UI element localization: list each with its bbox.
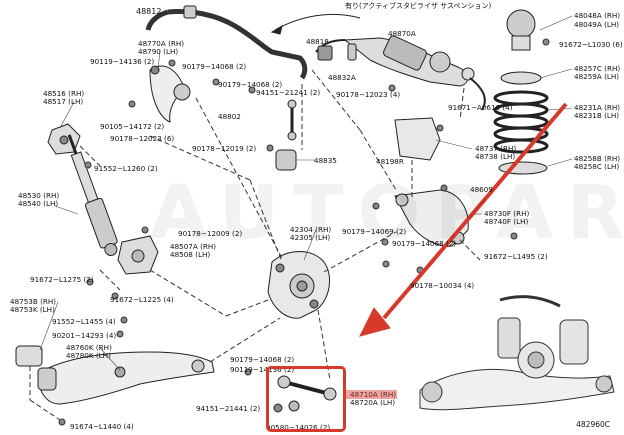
callout-p48231b: 48231B (LH) [574,111,620,120]
assembly-inset-shape [419,295,615,411]
highlight-band [345,390,397,399]
callout-p90179_14068b: 90179−14068 (2) [218,80,283,89]
callout-p91672_l1275: 91672−L1275 (2) [30,275,94,284]
shock-absorber-shape [67,134,118,257]
callout-p90119_14136b: 90119−14136 (2) [230,365,295,374]
lower-arm-shape [38,351,215,405]
callout-p48802: 48802 [218,112,241,121]
callout-p48720a: 48720A (LH) [350,398,396,407]
callout-p94151_21441: 94151−21441 (2) [196,404,261,413]
callout-p48231a: 48231A (RH) [574,103,621,112]
callout-p48740f: 48740F (LH) [484,217,529,226]
callout-p90178_10034: 90178−10034 (4) [410,281,475,290]
callout-p48258c: 48258C (LH) [574,162,620,171]
callout-p48753b: 48753B (RH) [10,297,57,306]
callout-p48738: 48738 (LH) [475,152,516,161]
callout-p48753k: 48753K (LH) [10,305,55,314]
callout-p48870a: 48870A [388,29,416,38]
callout-p48257c: 48257C (RH) [574,64,621,73]
callout-p48507a: 48507A (RH) [170,242,217,251]
callout-p90178_12023a: 90178−12023 (6) [110,134,175,143]
callout-p48780k: 48780K (LH) [66,351,111,360]
callout-p91671_a0616: 91671−A0616 (4) [448,103,513,112]
header-note: 有り(アクティブスタビライザ サスペンション) [345,2,492,10]
callout-p48530: 48530 (RH) [18,191,60,200]
callout-p91552_l1455: 91552−L1455 (4) [52,317,116,326]
callout-p48835: 48835 [314,156,337,165]
callout-p90178_12009: 90178−12009 (2) [178,229,243,238]
callout-p42305: 42305 (LH) [290,233,331,242]
callout-p90201_14293: 90201−14293 (4) [52,331,117,340]
callout-p48737: 48737 (RH) [475,144,517,153]
callout-p90105_14172: 90105−14172 (2) [100,122,165,131]
stabilizer-bar-shape [167,9,308,80]
callout-p48259a: 48259A (LH) [574,72,620,81]
callout-p48760k: 48760K (RH) [66,343,112,352]
callout-p90179_14068a: 90179−14068 (2) [182,62,247,71]
callout-p90119_14136: 90119−14136 (2) [90,57,155,66]
figure-code: 482960C [576,420,610,429]
stabilizer-bar-left [145,9,169,31]
callout-p48258b: 48258B (RH) [574,154,621,163]
callout-p48516: 48516 (RH) [43,89,85,98]
highlight-arrow [359,102,568,337]
callout-p48517: 48517 (LH) [43,97,84,106]
callout-p48198r: 48198R [376,157,404,166]
callout-p48812: 48812 [136,7,162,16]
callout-p91552_l1260: 91552−L1260 (2) [94,164,158,173]
callout-p48049a: 48049A (LH) [574,20,620,29]
header-arrow [274,13,361,31]
callout-p48730f: 48730F (RH) [484,209,530,218]
callout-p94151_21241: 94151−21241 (2) [256,88,321,97]
callout-p48609: 48609 [470,185,493,194]
callout-p90179_14068d: 90179−14068 (2) [230,355,295,364]
toe-link-shape [283,380,331,396]
callout-p48832a: 48832A [328,73,356,82]
callout-p91674_l1440: 91674−L1440 (4) [70,422,134,431]
watermark-text: AUTOPART [150,170,624,256]
highlight-box-toe-link [266,366,346,432]
callout-p90178_12023b: 90178−12023 (4) [336,90,401,99]
callout-p91672_l1495: 91672−L1495 (2) [484,252,548,261]
callout-p91672_l1225: 91672−L1225 (4) [110,295,174,304]
callout-p48710a: 48710A (RH) [350,390,397,399]
callout-p48048a: 48048A (RH) [574,11,621,20]
callout-p48818: 48818 [306,37,329,46]
callout-p90179_14068c: 90179−14068 (2) [392,239,457,248]
callout-p91672_l1030: 91672−L1030 (6) [559,40,623,49]
callout-p90179_14069: 90179−14069 (2) [342,227,407,236]
coil-spring-shape [493,90,549,154]
callout-p90580_14026: 90580−14026 (2) [266,423,331,432]
upper-arm-shape [149,65,186,123]
callout-p48508: 48508 (LH) [170,250,211,259]
callout-p48540: 48540 (LH) [18,199,59,208]
callout-p42304: 42304 (RH) [290,225,332,234]
callout-p48770a: 48770A (RH) [138,39,185,48]
callout-p48790: 48790 (LH) [138,47,179,56]
callout-p90178_12019: 90178−12019 (2) [192,144,257,153]
